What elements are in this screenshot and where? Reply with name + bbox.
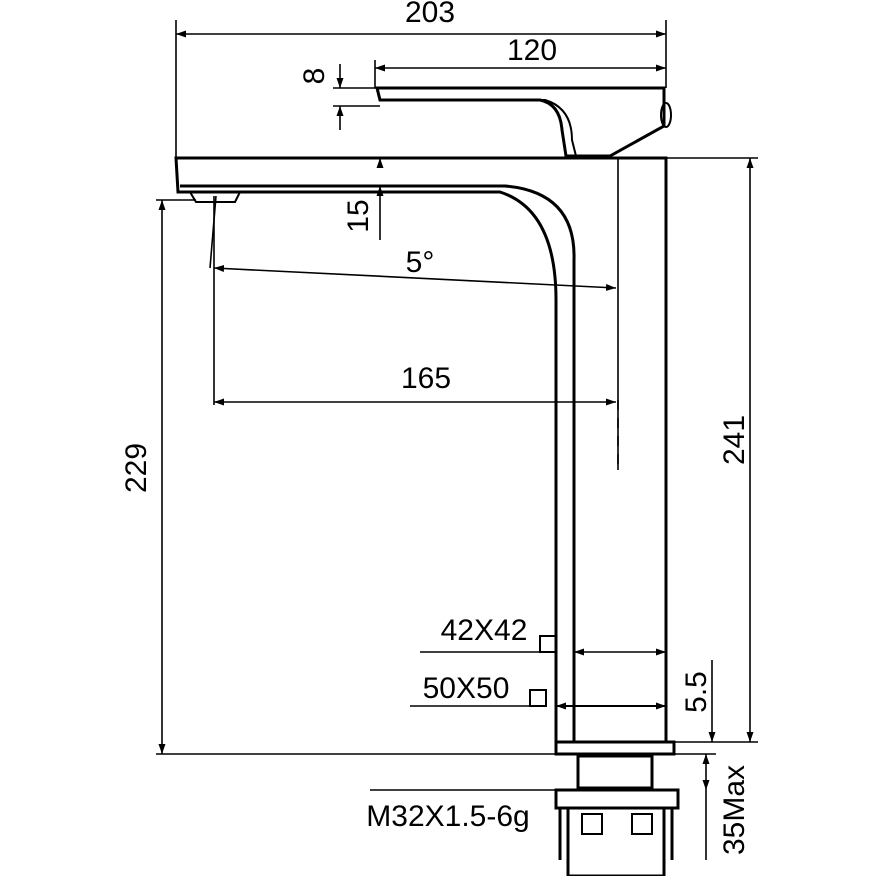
dim-base-thickness: 5.5 (680, 671, 713, 713)
dim-spout-thickness: 15 (342, 199, 375, 232)
dim-overall-length: 203 (405, 0, 455, 29)
dim-inner-square: 42X42 (441, 614, 528, 647)
dim-overall-height: 241 (718, 415, 751, 465)
handle-pivot (660, 102, 672, 128)
spout-inner-profile (180, 184, 576, 742)
dimension-lines (156, 20, 758, 860)
mounting-shank (576, 754, 654, 790)
bracket-slot-left (581, 813, 603, 835)
dim-max-deck: 35Max (718, 765, 751, 855)
handle-lever (375, 86, 666, 158)
dim-spout-reach: 165 (401, 362, 451, 395)
dim-handle-thickness: 8 (298, 68, 331, 85)
dim-outer-square: 50X50 (423, 672, 510, 705)
mounting-nut (554, 788, 680, 810)
dim-spout-height: 229 (120, 443, 153, 493)
spout-outlet (188, 191, 242, 203)
square-symbol-outer (529, 689, 547, 707)
spout-outer-profile (174, 156, 668, 744)
square-symbol-inner (539, 635, 557, 653)
mounting-bracket (566, 806, 666, 876)
base-plate-lower (554, 740, 676, 756)
handle-lever-inner (380, 99, 577, 157)
dim-thread: M32X1.5-6g (366, 800, 529, 833)
dim-spout-angle: 5° (406, 246, 435, 279)
faucet-body (174, 86, 680, 876)
dim-handle-length: 120 (507, 34, 557, 67)
bracket-slot-right (631, 813, 653, 835)
